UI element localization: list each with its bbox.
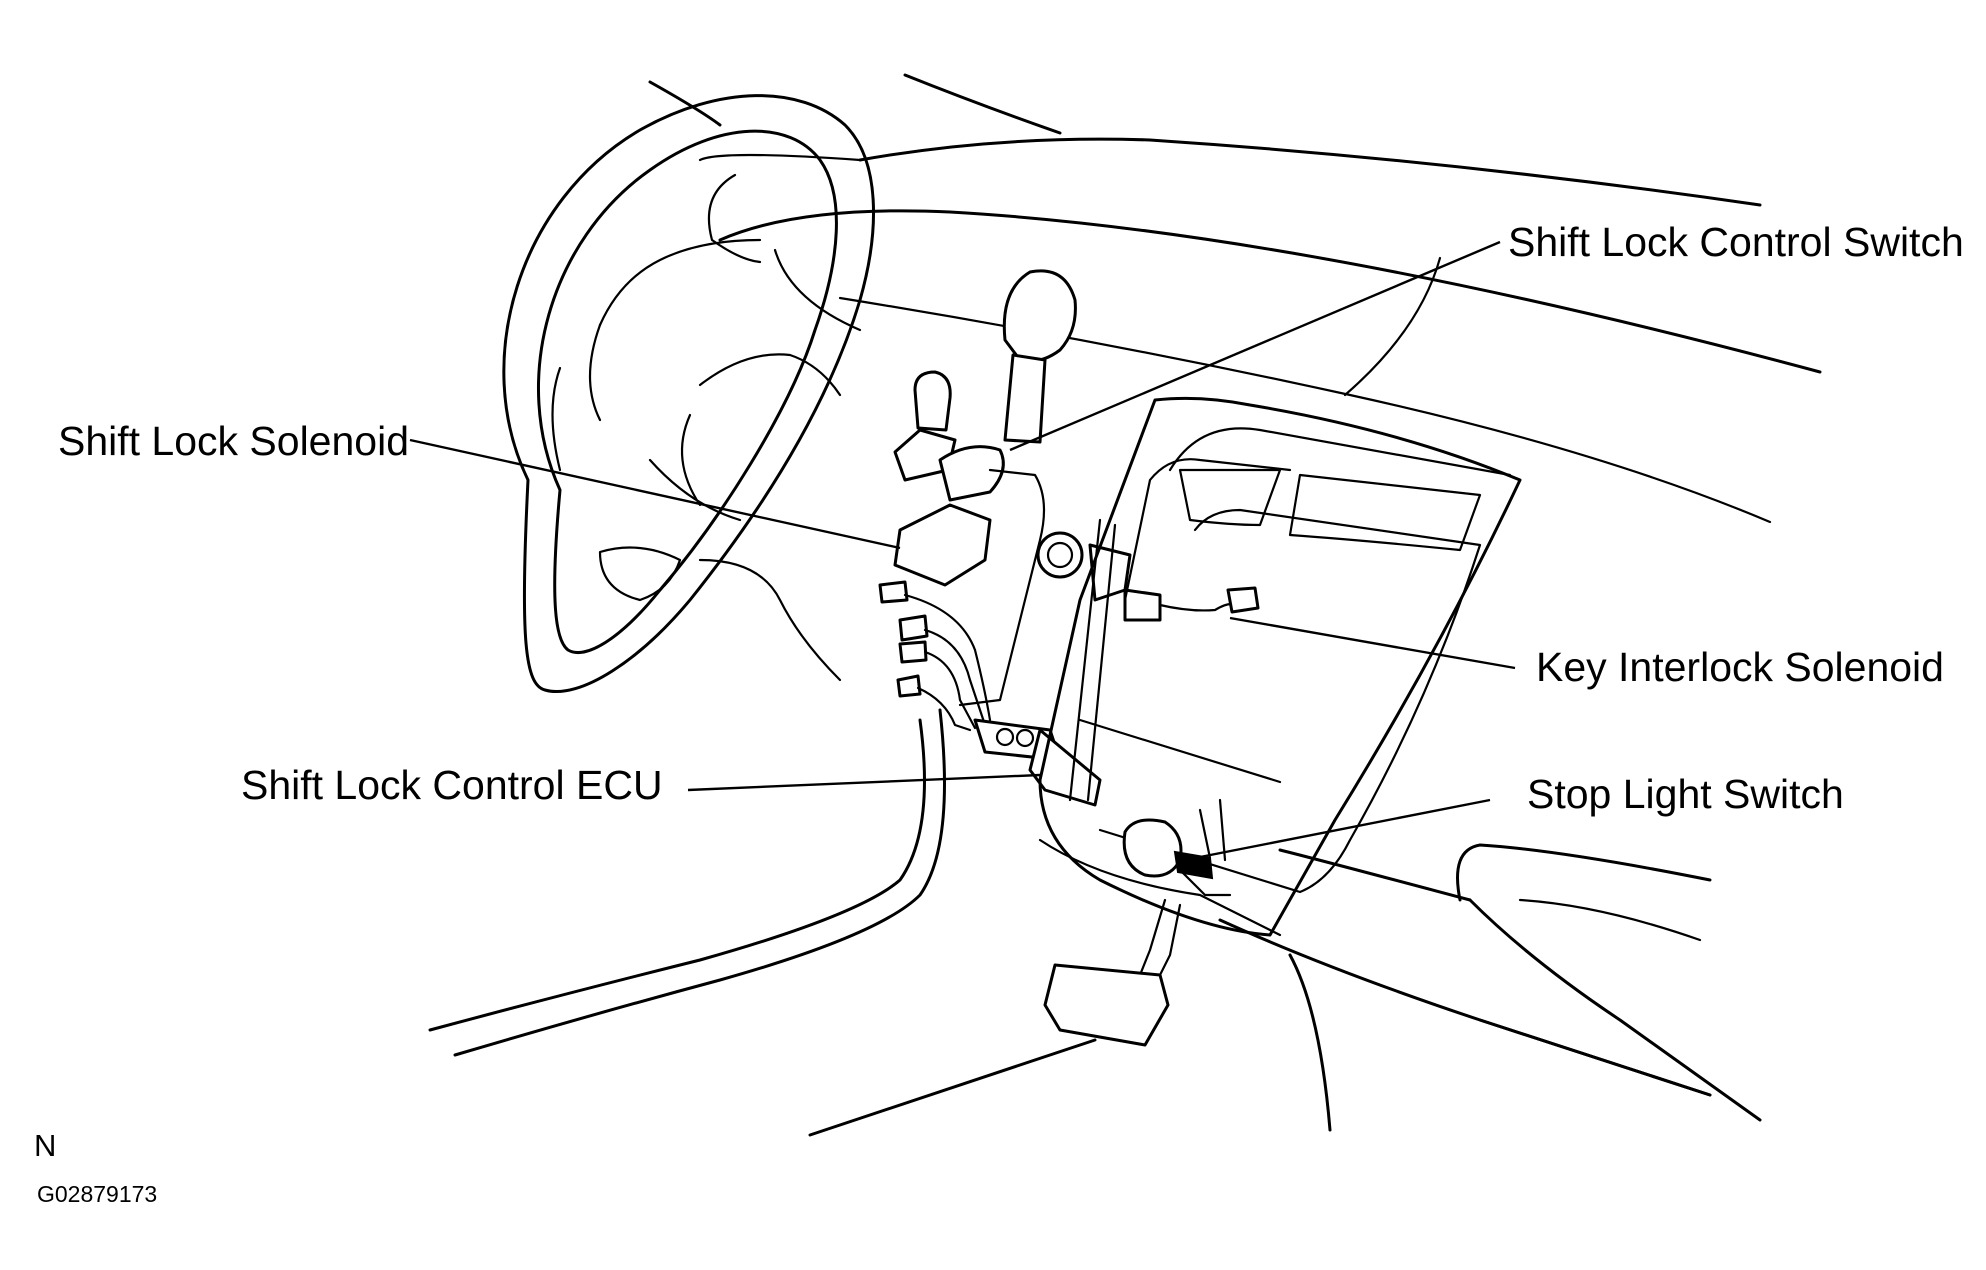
label-stop-light-switch: Stop Light Switch bbox=[1527, 771, 1844, 817]
brake-pedal bbox=[1043, 898, 1182, 1047]
steering-column bbox=[893, 269, 1260, 707]
view-letter: N bbox=[34, 1128, 56, 1163]
wiring-harness bbox=[878, 580, 1062, 762]
leader-stop-light-switch bbox=[1194, 798, 1491, 860]
stop-light-switch bbox=[1122, 798, 1232, 897]
dashboard-outline bbox=[648, 73, 1822, 524]
label-shift-lock-control-ecu: Shift Lock Control ECU bbox=[241, 762, 663, 808]
leader-lines bbox=[409, 240, 1516, 860]
figure-code: G02879173 bbox=[37, 1181, 157, 1207]
leader-shift-lock-solenoid bbox=[409, 438, 901, 550]
label-key-interlock-solenoid: Key Interlock Solenoid bbox=[1536, 644, 1944, 690]
leader-shift-lock-control-ecu bbox=[687, 773, 1041, 792]
leader-shift-lock-control-switch bbox=[1009, 240, 1501, 452]
center-panel bbox=[1038, 396, 1522, 937]
label-shift-lock-control-switch: Shift Lock Control Switch bbox=[1508, 219, 1964, 265]
leader-key-interlock-solenoid bbox=[1229, 616, 1516, 670]
label-shift-lock-solenoid: Shift Lock Solenoid bbox=[58, 418, 409, 464]
steering-wheel bbox=[502, 94, 876, 693]
floor-outline bbox=[428, 708, 1762, 1137]
